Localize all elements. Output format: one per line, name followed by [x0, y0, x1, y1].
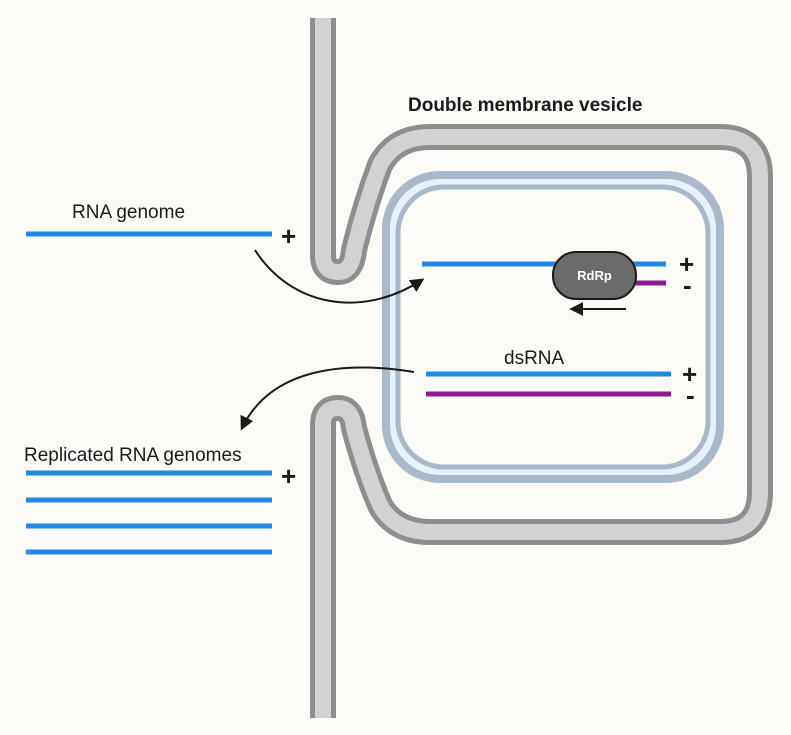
replicated-genomes-label: Replicated RNA genomes [24, 445, 242, 466]
rdrp-label: RdRp [577, 268, 612, 283]
exit-arrow [240, 366, 415, 431]
rna-genome-plus-sign: + [281, 221, 296, 251]
dsrna-label: dsRNA [504, 348, 565, 369]
complex-minus-sign: - [683, 270, 692, 300]
entry-arrow [254, 249, 425, 304]
rdrp-enzyme [552, 251, 637, 300]
replicated-plus-sign: + [281, 461, 296, 491]
inner-membrane [382, 171, 724, 483]
dsrna-plus-sign: + [682, 359, 697, 389]
outer-membrane-top [310, 18, 773, 718]
rna-genome-label: RNA genome [72, 202, 185, 223]
dsrna-minus-sign: - [686, 380, 695, 410]
complex-plus-sign: + [679, 249, 694, 279]
vesicle-title: Double membrane vesicle [408, 95, 642, 116]
